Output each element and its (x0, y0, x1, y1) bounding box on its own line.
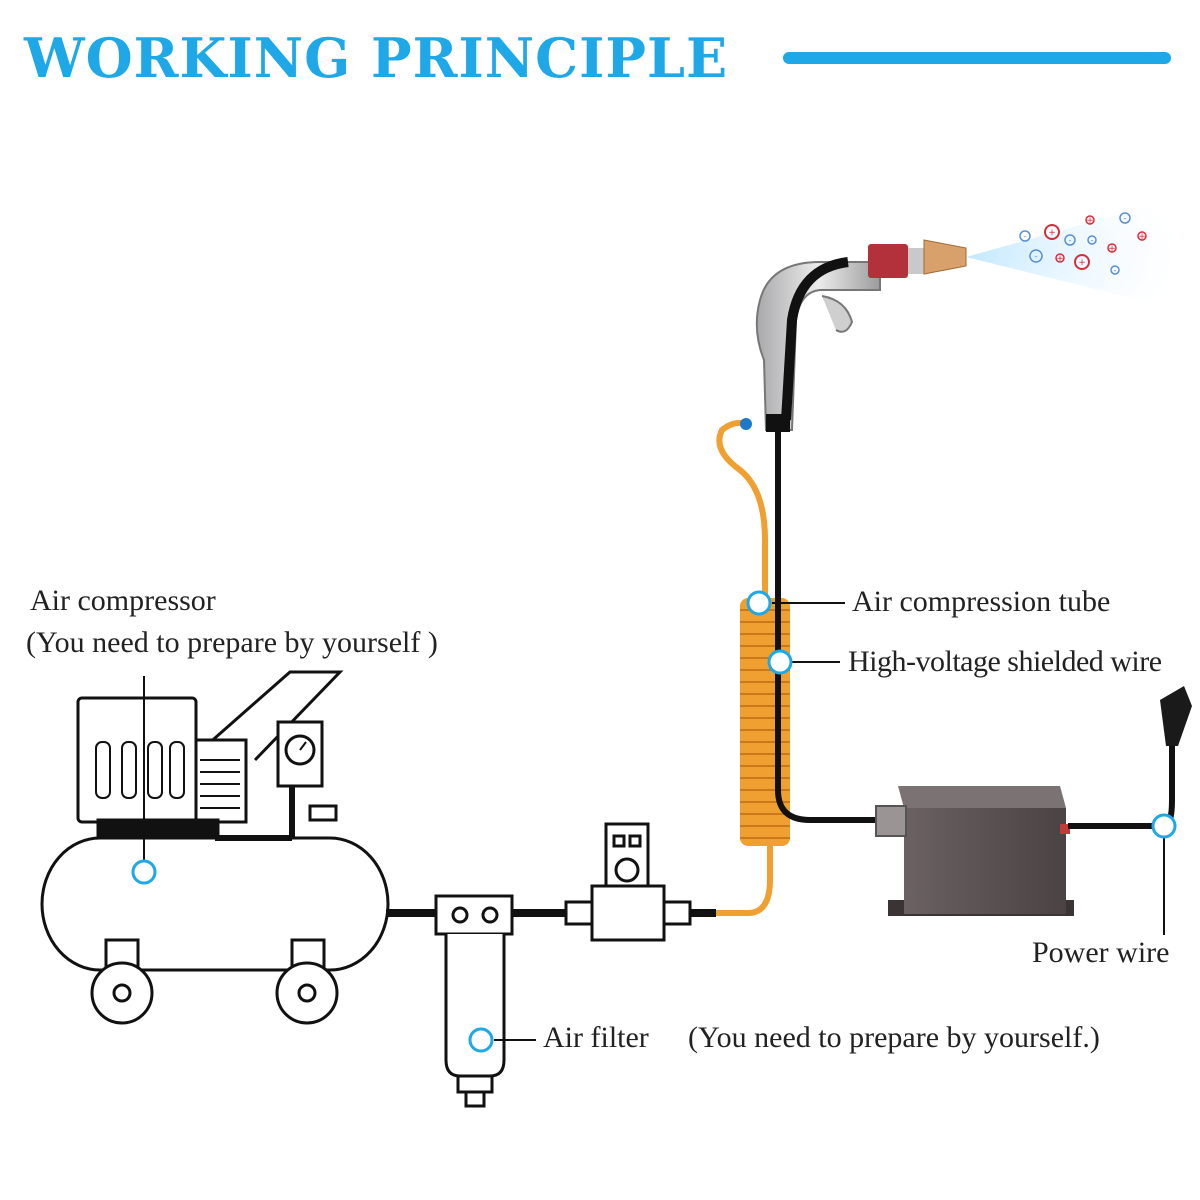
page-title: WORKING PRINCIPLE (24, 26, 729, 90)
svg-text:+: + (1138, 232, 1146, 242)
ion-particle: - (1019, 230, 1031, 242)
marker-air-compression-tube (746, 590, 772, 616)
svg-text:-: - (1113, 266, 1116, 276)
ion-particle: + (1055, 253, 1065, 264)
svg-text:+: + (1048, 228, 1056, 238)
ion-particle: - (1064, 234, 1076, 246)
marker-air-filter (468, 1027, 494, 1053)
marker-hv-wire (767, 649, 793, 675)
ion-particle: - (1029, 249, 1043, 263)
power-plug (1160, 686, 1192, 746)
air-compression-tube (716, 419, 773, 916)
label-air-filter: Air filter (543, 1021, 649, 1054)
ion-particle: - (1110, 265, 1120, 276)
pressure-regulator (590, 822, 692, 942)
svg-text:+: + (1108, 244, 1116, 254)
svg-text:+: + (1056, 254, 1064, 264)
ion-particle: + (1044, 224, 1060, 240)
label-air-compressor-note: (You need to prepare by yourself ) (26, 626, 438, 659)
power-wire (1068, 745, 1175, 829)
ion-particle: + (1137, 231, 1147, 242)
ion-particles: + - + - + - + - (1019, 212, 1147, 276)
label-air-compression-tube: Air compression tube (852, 585, 1111, 618)
ion-particle: + (1074, 254, 1090, 270)
air-compressor (40, 670, 390, 1025)
ion-particle: - (1119, 212, 1131, 224)
label-air-compressor: Air compressor (30, 584, 216, 617)
callout-leaders (143, 602, 1165, 1041)
marker-power-wire (1151, 813, 1177, 839)
title-accent-bar (783, 52, 1171, 64)
ion-air-gun (740, 239, 967, 432)
ion-particle: + (1085, 215, 1095, 226)
air-filter (434, 894, 514, 1108)
label-power-wire: Power wire (1032, 936, 1170, 969)
label-hv-wire: High-voltage shielded wire (848, 645, 1162, 678)
ion-spray (966, 200, 1180, 310)
ion-particle: - (1087, 235, 1097, 246)
svg-text:+: + (1086, 216, 1094, 226)
callout-markers (131, 590, 1177, 1053)
label-air-filter-note: (You need to prepare by yourself.) (688, 1021, 1100, 1054)
marker-air-compressor (131, 859, 157, 885)
svg-text:-: - (1123, 214, 1126, 224)
svg-text:-: - (1090, 236, 1093, 246)
svg-text:-: - (1068, 236, 1071, 246)
high-voltage-power-supply (875, 786, 1074, 916)
svg-text:+: + (1078, 258, 1086, 268)
svg-text:-: - (1023, 232, 1026, 242)
ion-particle: + (1107, 243, 1117, 254)
high-voltage-wire (775, 430, 890, 823)
svg-text:-: - (1034, 252, 1037, 262)
